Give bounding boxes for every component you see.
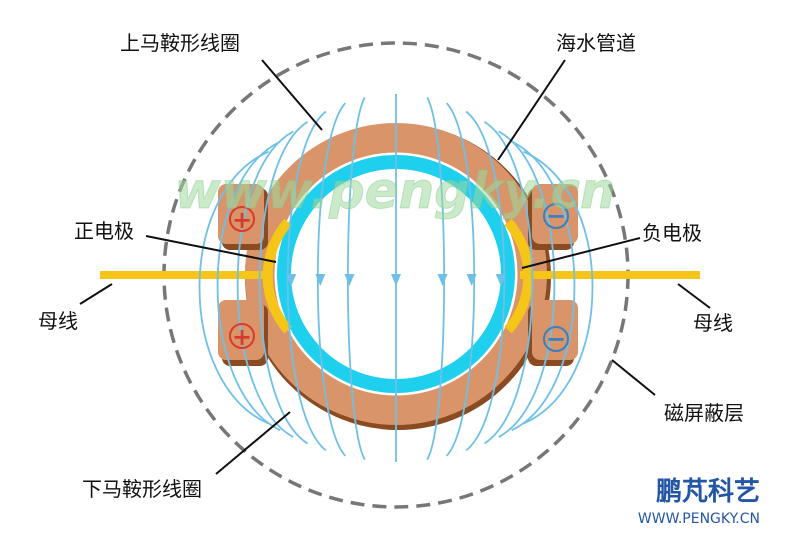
label-negative-electrode: 负电极 bbox=[642, 221, 702, 245]
field-line bbox=[216, 140, 281, 432]
field-line bbox=[511, 140, 576, 432]
minus-sign-upper: − bbox=[546, 202, 566, 230]
logo-name: 鹏芃科艺 bbox=[656, 477, 760, 507]
field-line bbox=[286, 110, 327, 452]
busbars bbox=[100, 271, 700, 279]
label-busbar-right: 母线 bbox=[693, 311, 733, 335]
label-seawater-pipe: 海水管道 bbox=[556, 31, 636, 55]
label-busbar-left: 母线 bbox=[38, 309, 78, 333]
minus-sign-lower: − bbox=[546, 325, 566, 353]
negative-electrode bbox=[504, 218, 534, 334]
positive-electrode bbox=[262, 218, 292, 334]
field-arrow-icon bbox=[495, 274, 506, 286]
leader-lines bbox=[79, 59, 711, 475]
logo-url: WWW.PENGKY.CN bbox=[638, 511, 760, 527]
polarity-signs: + + − − bbox=[229, 202, 569, 353]
left-busbar bbox=[100, 271, 272, 279]
field-arrow-icon bbox=[315, 274, 326, 286]
label-magnetic-shield: 磁屏蔽层 bbox=[664, 401, 744, 425]
label-upper-coil: 上马鞍形线圈 bbox=[120, 31, 240, 55]
watermark: www.pengky.cn bbox=[175, 162, 616, 220]
label-positive-electrode: 正电极 bbox=[74, 219, 134, 243]
field-arrow-icon bbox=[437, 274, 448, 286]
label-lower-coil: 下马鞍形线圈 bbox=[82, 477, 202, 501]
field-line bbox=[498, 130, 556, 438]
field-arrow-icon bbox=[391, 274, 401, 286]
field-arrow-icon bbox=[466, 274, 477, 286]
field-line bbox=[465, 110, 506, 452]
magnetic-field-lines bbox=[198, 94, 594, 462]
field-line bbox=[198, 150, 269, 425]
logo: 鹏芃科艺 WWW.PENGKY.CN bbox=[638, 477, 760, 527]
plus-sign-lower: + bbox=[232, 323, 252, 351]
right-busbar bbox=[520, 271, 700, 279]
field-line bbox=[236, 130, 294, 438]
plus-sign-upper: + bbox=[232, 206, 252, 234]
field-line bbox=[523, 150, 594, 425]
field-line bbox=[258, 120, 309, 445]
field-arrow-icon bbox=[286, 274, 297, 286]
field-arrow-icon bbox=[344, 274, 355, 286]
